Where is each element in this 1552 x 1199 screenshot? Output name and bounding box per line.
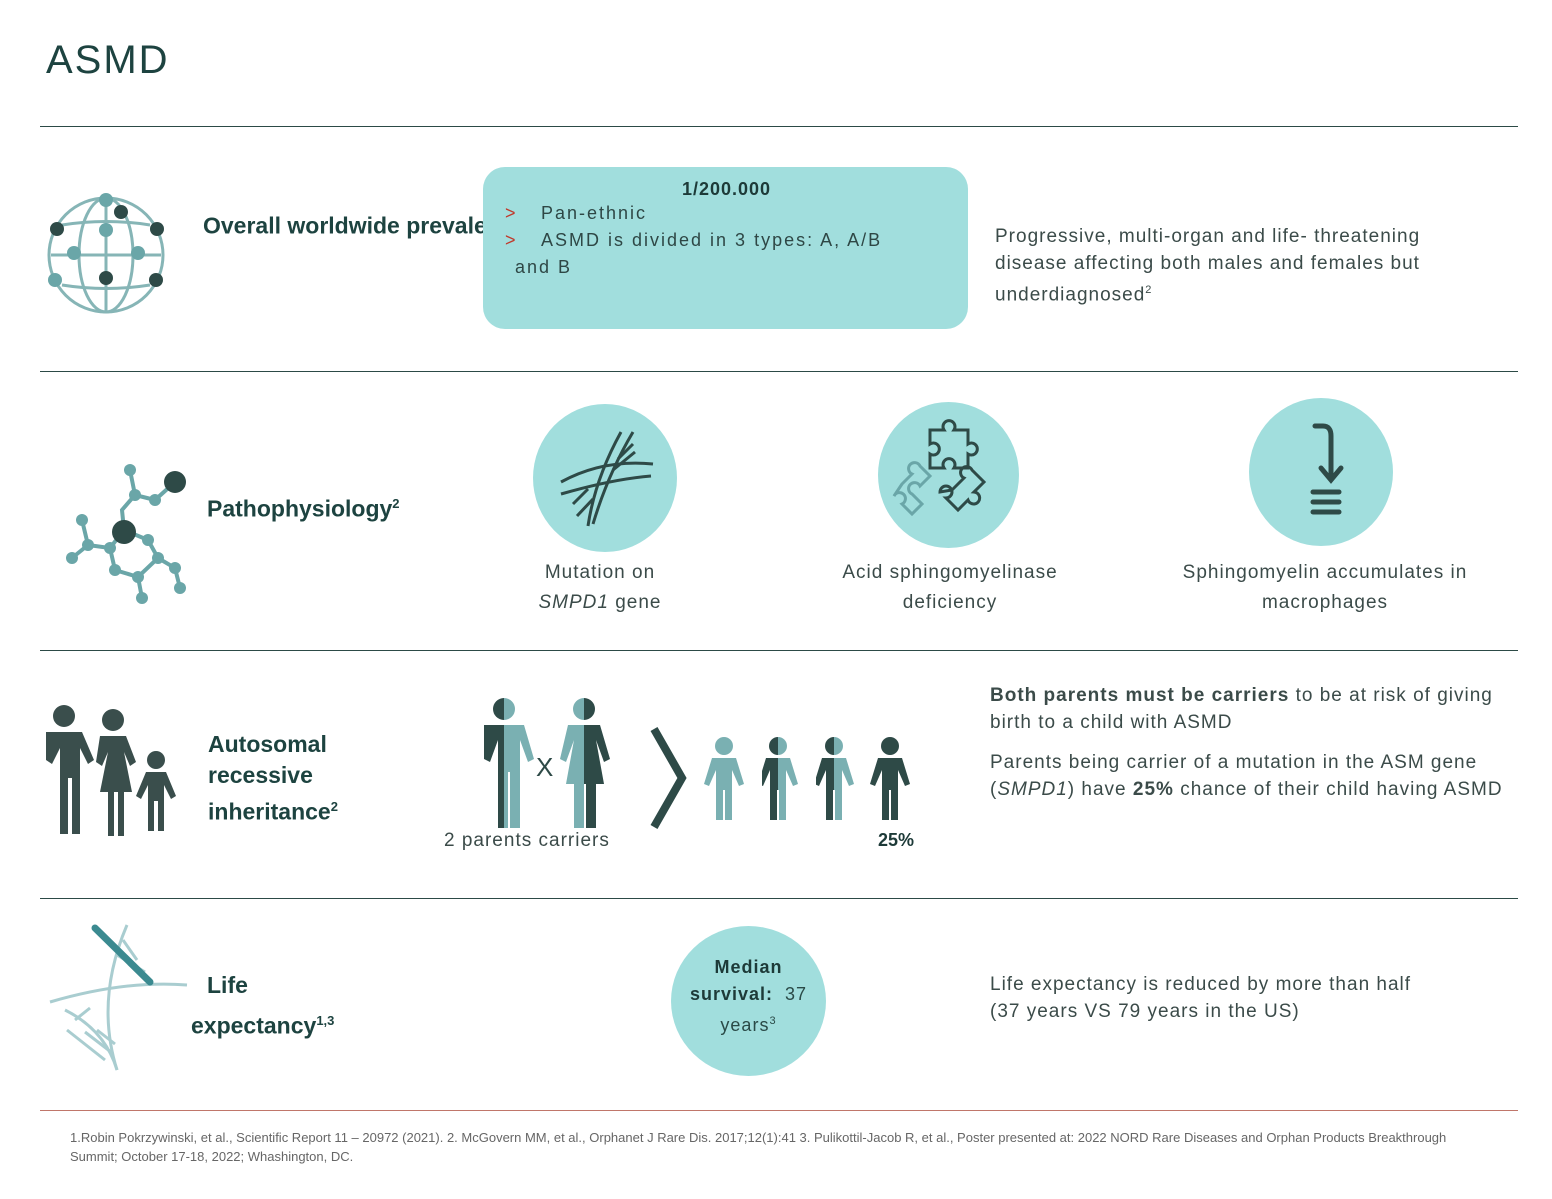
accumulation-caption: Sphingomyelin accumulates in macrophages [1182,562,1468,613]
cross-symbol: X [536,752,554,782]
deficiency-caption: Acid sphingomyelinase deficiency [842,562,1058,613]
bullet-item: >Pan-ethnic [505,203,648,223]
accumulate-circle [1249,398,1393,546]
puzzle-circle [878,402,1019,548]
bullet-item: >ASMD is divided in 3 types: A, A/B [505,230,883,250]
mutation-caption: Mutation on SMPD1 gene [538,562,662,613]
footer-divider [40,1110,1518,1111]
divider [40,126,1518,127]
family-icon [46,705,176,836]
page-title: ASMD [46,38,170,82]
median-survival-text: Median survival: 37 years3 [689,957,808,1035]
inheritance-para1: Both parents must be carriers to be at r… [990,685,1493,733]
percent-label: 25% [878,830,915,850]
dna-strand-icon [49,924,188,1071]
prevalence-box: 1/200.000 >Pan-ethnic >ASMD is divided i… [483,167,968,329]
chevron-right-icon [650,727,687,829]
dna-icon [560,431,654,527]
life-heading-line2: expectancy1,3 [191,1012,335,1039]
children-outcome-icon [704,737,910,820]
accumulate-arrow-icon [1310,423,1344,515]
pathophysiology-heading: Pathophysiology2 [207,495,400,522]
footer-references: 1.Robin Pokrzywinski, et al., Scientific… [70,1130,1447,1164]
life-heading-line1: Life [207,972,248,998]
prevalence-description: Progressive, multi-organ and life- threa… [995,226,1421,306]
parents-label: 2 parents carriers [444,830,610,851]
puzzle-icon [892,419,987,517]
prevalence-value: 1/200.000 [681,179,772,199]
molecule-icon [66,464,186,604]
globe-network-icon [47,193,165,314]
bullet-item-continued: and B [515,257,573,277]
dna-circle [533,404,677,552]
divider [40,898,1518,899]
median-survival-circle: Median survival: 37 years3 [671,926,826,1076]
divider [40,371,1518,372]
divider [40,650,1518,651]
life-description: Life expectancy is reduced by more than … [990,974,1412,1022]
carrier-parents-icon [484,698,610,828]
inheritance-heading: Autosomal recessive inheritance2 [208,731,338,825]
inheritance-para2: Parents being carrier of a mutation in t… [990,752,1503,800]
